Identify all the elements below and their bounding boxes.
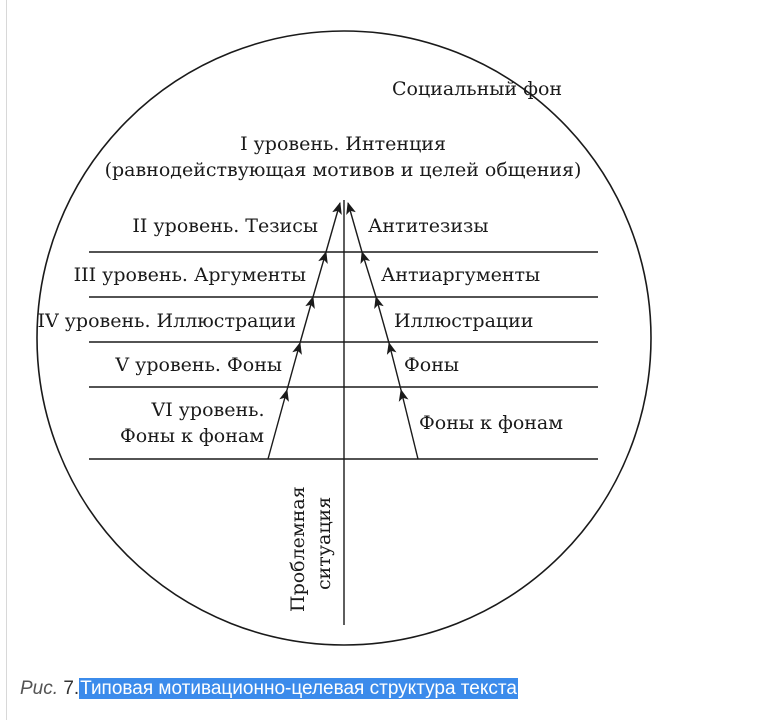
level-3-left-label: III уровень. Аргументы xyxy=(74,264,306,286)
left-arrow-segment xyxy=(325,202,342,253)
level-2-left-label: II уровень. Тезисы xyxy=(132,215,318,237)
level-5-right-label: Фоны xyxy=(404,354,459,376)
level-3-right-label: Антиаргументы xyxy=(381,264,540,286)
level-5-left-label: V уровень. Фоны xyxy=(114,354,282,376)
figure-caption-prefix: Рис. xyxy=(20,678,59,699)
social-background-label: Социальный фон xyxy=(392,78,562,100)
problem-situation-line1: Проблемная xyxy=(287,486,309,612)
left-arrow-segment xyxy=(286,342,302,391)
figure-caption-title: Типовая мотивационно-целевая структура т… xyxy=(79,678,518,699)
problem-situation-line2: ситуация xyxy=(313,497,335,590)
level-2-right-label: Антитезизы xyxy=(368,215,489,237)
intention-level-label: I уровень. Интенция xyxy=(240,133,446,155)
intention-level-description: (равнодействующая мотивов и целей общени… xyxy=(105,159,582,181)
level-4-right-label: Иллюстрации xyxy=(394,310,533,332)
left-arrow-segment xyxy=(267,389,289,460)
motivation-structure-diagram: Социальный фон I уровень. Интенция (равн… xyxy=(36,30,652,646)
right-arrow-segment xyxy=(374,296,390,344)
right-arrow-segment xyxy=(360,251,377,298)
level-4-left-label: IV уровень. Иллюстрации xyxy=(37,310,296,332)
left-arrow-segment xyxy=(312,251,328,298)
level-6-left-label-line2: Фоны к фонам xyxy=(120,425,264,447)
figure-caption: Рис. 7.Типовая мотивационно-целевая стру… xyxy=(20,674,518,704)
level-6-right-label: Фоны к фонам xyxy=(419,412,563,434)
social-background-circle xyxy=(36,30,652,646)
page-left-border xyxy=(6,0,7,720)
problem-situation-label: Проблемная ситуация xyxy=(287,486,335,612)
figure-caption-number: 7. xyxy=(63,678,80,699)
level-6-left-label-line1: VI уровень. xyxy=(150,399,264,421)
left-arrow-segment xyxy=(299,296,315,344)
right-arrow-segment xyxy=(386,342,402,391)
right-arrow-segment xyxy=(346,202,363,253)
right-arrow-segment xyxy=(398,389,419,460)
